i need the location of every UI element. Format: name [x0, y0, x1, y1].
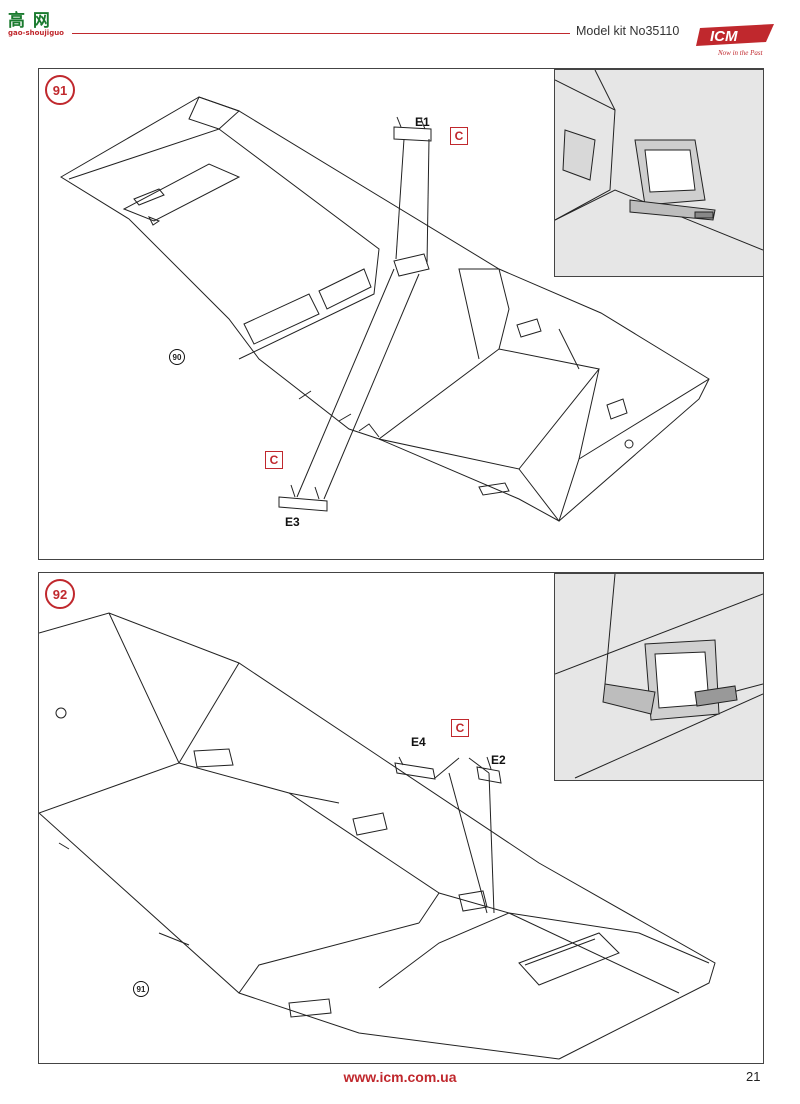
watermark-bottom-text: gao-shoujiguo [8, 29, 64, 37]
glue-symbol: C [451, 719, 469, 737]
part-label-e3: E3 [285, 515, 300, 529]
part-label-e4: E4 [411, 735, 426, 749]
header-rule [72, 33, 570, 34]
reference-step-90: 90 [169, 349, 185, 365]
reference-step-91: 91 [133, 981, 149, 997]
watermark-logo: 高 网 gao-shoujiguo [8, 6, 72, 40]
part-label-e2: E2 [491, 753, 506, 767]
step-92-panel: 92 E4 C E2 91 [38, 572, 764, 1064]
step-number-badge: 92 [45, 579, 75, 609]
logo-text: ICM [710, 28, 738, 45]
footer-url[interactable]: www.icm.com.ua [343, 1069, 457, 1085]
glue-symbol: C [450, 127, 468, 145]
hull-drawing-92 [39, 612, 716, 1060]
watermark-top-text: 高 网 [8, 11, 51, 31]
logo-tagline: Now in the Past [717, 49, 764, 57]
kit-title: Model kit No35110 [576, 24, 680, 38]
detail-drawing-92 [555, 574, 763, 779]
detail-inset-91 [554, 69, 764, 277]
part-label-e1: E1 [415, 115, 430, 129]
detail-inset-92 [554, 573, 764, 781]
glue-symbol: C [265, 451, 283, 469]
hull-drawing-91 [60, 96, 710, 523]
detail-drawing-91 [555, 70, 763, 251]
step-91-panel: 91 E1 C C E3 90 [38, 68, 764, 560]
icm-logo: ICM Now in the Past [696, 24, 774, 57]
page-number: 21 [746, 1069, 761, 1084]
step-number-badge: 91 [45, 75, 75, 105]
